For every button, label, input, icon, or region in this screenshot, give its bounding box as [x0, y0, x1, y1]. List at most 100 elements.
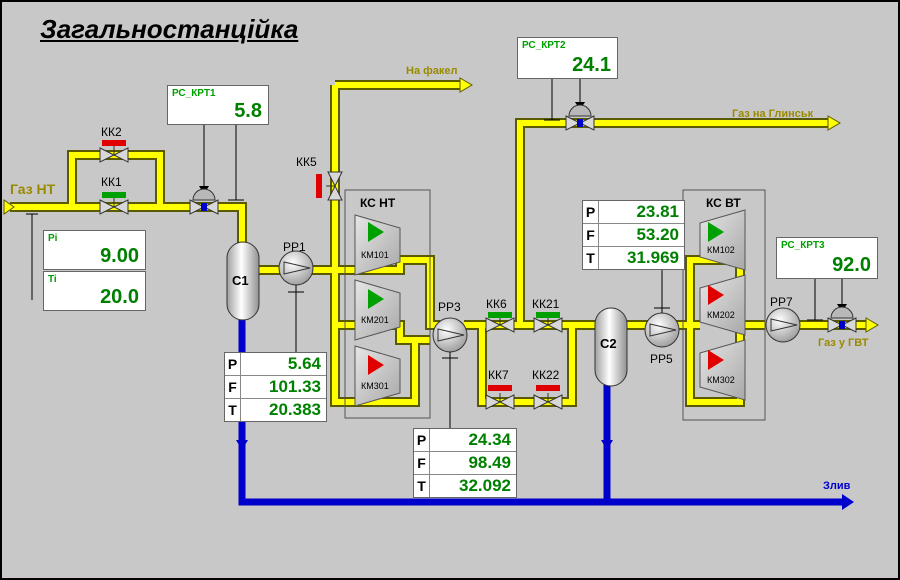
rs-krt2-box[interactable]: РС_КРТ2 24.1 [517, 37, 618, 79]
glynsk-arrow-icon [827, 115, 841, 131]
pft-pp3-p-value: 24.34 [468, 430, 511, 449]
gaz-na-glynsk-label: Газ на Глинськ [732, 108, 814, 120]
km102-label: КМ102 [707, 245, 735, 255]
valve-kk1[interactable] [99, 192, 129, 215]
valve-kk21-label: КК21 [532, 297, 560, 311]
pft-ksvt-t-row: T 31.969 [583, 247, 684, 269]
separator-c2-label: С2 [600, 336, 617, 351]
ks-vt-label: КС ВТ [706, 196, 741, 210]
inlet-pi-value: 9.00 [100, 245, 139, 267]
valve-kk6-label: КК6 [486, 297, 507, 311]
compressor-km201[interactable] [354, 279, 401, 341]
valve-kk22[interactable] [533, 385, 563, 410]
pft-c1-f-row: F 101.33 [225, 376, 326, 399]
compressor-km102[interactable] [699, 209, 746, 271]
valve-kk1-label: КК1 [101, 175, 122, 189]
compressor-km101[interactable] [354, 214, 401, 276]
valve-kk7-label: КК7 [488, 368, 509, 382]
pft-pp3-t-value: 32.092 [459, 476, 511, 495]
control-valve-rs-krt3[interactable] [807, 278, 857, 333]
valve-kk7[interactable] [485, 385, 515, 410]
valve-kk5[interactable] [316, 171, 343, 201]
rs-krt3-value: 92.0 [832, 254, 871, 276]
pft-ksvt-panel[interactable]: P 23.81 F 53.20 T 31.969 [582, 200, 685, 270]
inlet-pi-box[interactable]: Pi 9.00 [43, 230, 146, 270]
page-title: Загальностанційка [40, 14, 299, 44]
pft-ksvt-p-row: P 23.81 [583, 201, 684, 224]
control-valve-rs-krt2[interactable] [544, 78, 595, 131]
separator-c2[interactable] [594, 307, 628, 387]
regulator-pp7[interactable] [765, 307, 801, 343]
drain-flow-arrow-icon [236, 440, 248, 450]
pft-pp3-f-value: 98.49 [468, 453, 511, 472]
rs-krt3-box[interactable]: РС_КРТ3 92.0 [776, 237, 878, 279]
regulator-pp1[interactable] [278, 250, 314, 352]
pft-pp3-panel[interactable]: P 24.34 F 98.49 T 32.092 [413, 428, 517, 498]
t-key: T [583, 247, 599, 269]
f-key: F [583, 224, 599, 246]
rs-krt1-box[interactable]: РС_КРТ1 5.8 [167, 85, 269, 125]
rs-krt2-value: 24.1 [572, 54, 611, 76]
inlet-pi-label: Pi [48, 233, 58, 244]
gaz-u-gvt-label: Газ у ГВТ [818, 337, 869, 349]
valve-kk6[interactable] [485, 312, 515, 333]
p-key: P [225, 353, 241, 375]
zlyv-label: Злив [823, 480, 851, 492]
km302-label: КМ302 [707, 375, 735, 385]
pft-pp3-t-row: T 32.092 [414, 475, 516, 497]
valve-kk21[interactable] [533, 312, 563, 333]
km201-label: КМ201 [361, 315, 389, 325]
ks-vt-frame [682, 189, 766, 421]
na-fakel-arrow-icon [459, 77, 473, 93]
t-key: T [414, 475, 430, 497]
compressor-km301[interactable] [354, 345, 401, 407]
valve-kk5-label: КК5 [296, 155, 317, 169]
na-fakel-label: На факел [406, 65, 458, 77]
inlet-ti-box[interactable]: Ti 20.0 [43, 271, 146, 311]
gvt-arrow-icon [865, 317, 879, 333]
pft-ksvt-f-row: F 53.20 [583, 224, 684, 247]
compressor-km302[interactable] [699, 339, 746, 401]
f-key: F [414, 452, 430, 474]
valve-kk2[interactable] [99, 140, 129, 163]
compressor-km202[interactable] [699, 274, 746, 336]
rs-krt1-label: РС_КРТ1 [172, 88, 216, 99]
rs-krt2-label: РС_КРТ2 [522, 40, 566, 51]
inlet-arrow-icon [3, 199, 15, 215]
pft-pp3-p-row: P 24.34 [414, 429, 516, 452]
f-key: F [225, 376, 241, 398]
rs-krt1-value: 5.8 [234, 100, 262, 122]
pft-c1-t-value: 20.383 [269, 400, 321, 419]
ks-nt-label: КС НТ [360, 196, 396, 210]
pft-c1-f-value: 101.33 [269, 377, 321, 396]
pft-ksvt-p-value: 23.81 [636, 202, 679, 221]
regulator-pp5[interactable] [644, 268, 680, 348]
pft-pp3-f-row: F 98.49 [414, 452, 516, 475]
regulator-pp3[interactable] [432, 317, 468, 428]
pft-ksvt-f-value: 53.20 [636, 225, 679, 244]
km101-label: КМ101 [361, 250, 389, 260]
p-key: P [583, 201, 599, 223]
pft-ksvt-t-value: 31.969 [627, 248, 679, 267]
km202-label: КМ202 [707, 310, 735, 320]
valve-kk22-label: КК22 [532, 368, 560, 382]
inlet-ti-label: Ti [48, 274, 57, 285]
separator-c1-label: С1 [232, 273, 249, 288]
valve-kk2-label: КК2 [101, 125, 122, 139]
regulator-pp5-label: РР5 [650, 352, 673, 366]
gas-nt-label: Газ НТ [10, 181, 56, 197]
separator-c1[interactable] [226, 241, 260, 321]
regulator-pp1-label: РР1 [283, 240, 306, 254]
drain-arrow-icon [842, 494, 854, 510]
rs-krt3-label: РС_КРТ3 [781, 240, 825, 251]
km301-label: КМ301 [361, 381, 389, 391]
control-valve-rs-krt1[interactable] [189, 124, 244, 215]
p-key: P [414, 429, 430, 451]
ks-nt-frame [344, 189, 431, 419]
regulator-pp7-label: РР7 [770, 295, 793, 309]
inlet-ti-value: 20.0 [100, 286, 139, 308]
